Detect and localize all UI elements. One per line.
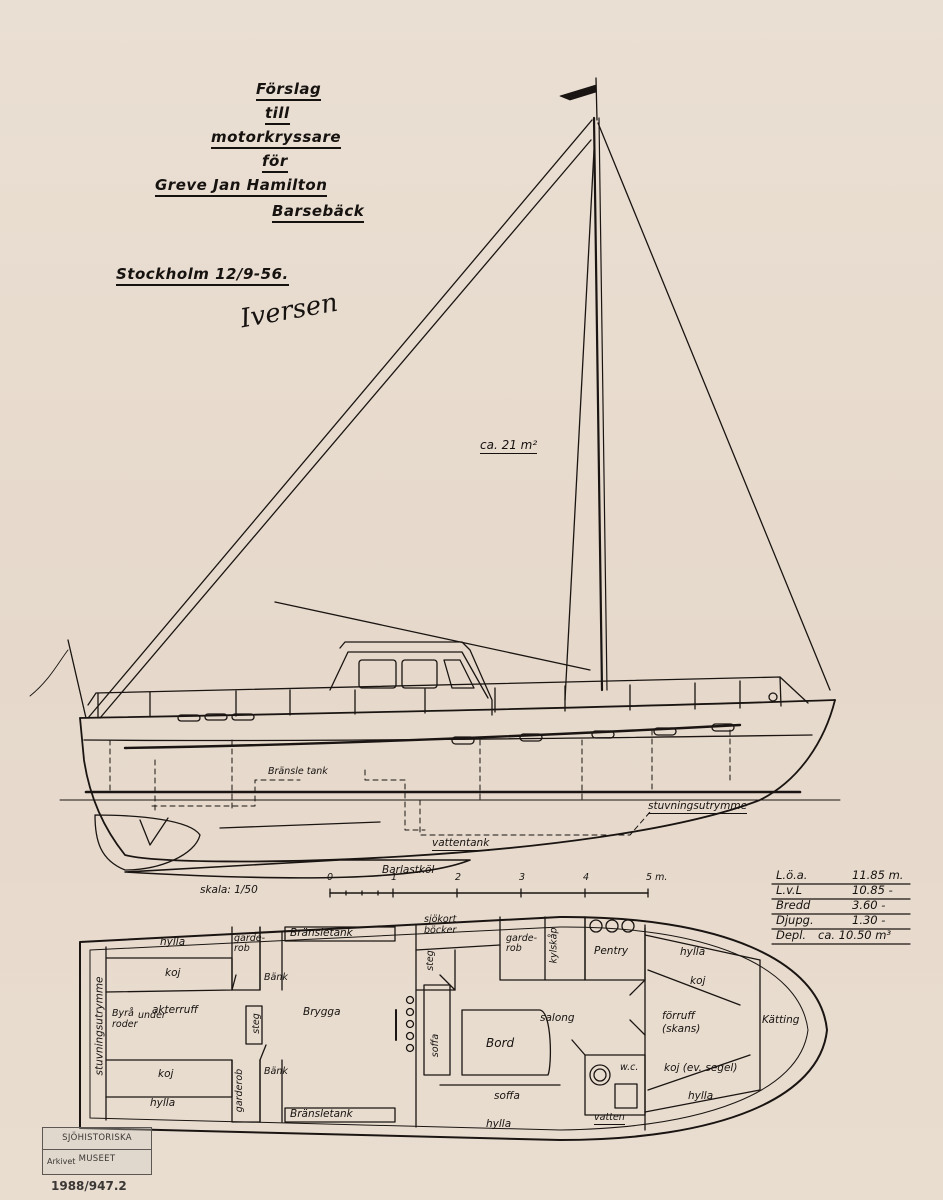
plan-forepeak: förruff (skans) bbox=[662, 1010, 701, 1035]
plan-fuel-tank-bottom: Bränsletank bbox=[290, 1108, 353, 1120]
plan-bridge: Brygga bbox=[303, 1006, 341, 1018]
plan-shelf-aft-top: hylla bbox=[160, 936, 186, 948]
scale-label: skala: 1/50 bbox=[200, 884, 258, 896]
profile-fuel-tank-label: Bränsle tank bbox=[268, 766, 328, 777]
scale-tick-4: 4 bbox=[583, 872, 590, 883]
plan-shelf-aft-bottom: hylla bbox=[150, 1097, 176, 1109]
spec-underlines bbox=[771, 883, 911, 945]
title-to: till bbox=[265, 104, 290, 125]
plan-chain-locker: Kätting bbox=[762, 1014, 800, 1026]
scale-tick-2: 2 bbox=[455, 872, 462, 883]
plan-bench-top: Bänk bbox=[264, 972, 288, 983]
plan-wc: w.c. bbox=[620, 1062, 639, 1073]
plan-water: vatten bbox=[594, 1112, 625, 1125]
plan-wardrobe-mid: garde- rob bbox=[506, 933, 538, 954]
profile-storage-label: stuvningsutrymme bbox=[648, 800, 748, 814]
title-for: för bbox=[262, 152, 288, 173]
title-client: Greve Jan Hamilton bbox=[155, 176, 328, 197]
stamp-archive-number: 1988/947.2 bbox=[51, 1179, 127, 1193]
scale-tick-0: 0 bbox=[327, 872, 334, 883]
title-proposal: Förslag bbox=[256, 80, 322, 101]
plan-wardrobe-bottom: garderob bbox=[234, 1068, 246, 1113]
stamp-museum-name: SJÖHISTORISKA MUSEET bbox=[43, 1128, 151, 1164]
plan-shelf-fwd-top: hylla bbox=[680, 946, 706, 958]
spec-beam-label: Bredd bbox=[776, 898, 811, 912]
plan-sofa-left: soffa bbox=[430, 1033, 442, 1058]
spec-displacement-label: Depl. bbox=[776, 928, 807, 942]
scale-tick-1: 1 bbox=[391, 872, 398, 883]
profile-ballast-keel-label: Barlastköl bbox=[382, 864, 435, 876]
plan-fuel-tank-top: Bränsletank bbox=[290, 927, 353, 939]
plan-aft-cabin: akterruff bbox=[152, 1004, 198, 1016]
plan-storage-aft: stuvningsutrymme bbox=[93, 976, 106, 1076]
plan-pantry: Pentry bbox=[594, 945, 629, 957]
spec-loa-value: 11.85 m. bbox=[852, 868, 904, 882]
place-date: Stockholm 12/9-56. bbox=[116, 265, 289, 286]
hull-profile bbox=[29, 639, 841, 879]
title-vessel-type: motorkryssare bbox=[211, 128, 342, 149]
stamp-archive-label: Arkivet bbox=[47, 1157, 76, 1166]
stamp-archive-row: Arkivet 1988/947.2 bbox=[43, 1150, 151, 1200]
plan-table: Bord bbox=[486, 1036, 515, 1050]
mast-and-rigging bbox=[87, 77, 831, 719]
plan-chart-books: sjökort böcker bbox=[424, 914, 457, 936]
spec-beam-value: 3.60 - bbox=[852, 898, 886, 912]
sail-area-label: ca. 21 m² bbox=[480, 438, 538, 454]
profile-water-tank-label: vattentank bbox=[432, 837, 490, 851]
plan-step: steg bbox=[424, 950, 436, 971]
plan-bunk-aft-bottom: koj bbox=[158, 1068, 174, 1080]
plan-wardrobe-top: garde- rob bbox=[234, 933, 266, 954]
spec-draft-label: Djupg. bbox=[776, 913, 814, 927]
scale-bar bbox=[329, 888, 649, 898]
scale-tick-3: 3 bbox=[519, 872, 526, 883]
spec-lwl-label: L.v.L bbox=[776, 883, 802, 897]
plan-bunk-aft-top: koj bbox=[165, 967, 181, 979]
spec-displacement-value: ca. 10.50 m³ bbox=[818, 928, 892, 942]
spec-draft-value: 1.30 - bbox=[852, 913, 886, 927]
plan-shelf-salon: hylla bbox=[486, 1118, 512, 1130]
plan-fridge: kylskåp bbox=[548, 927, 560, 964]
plan-step-aft: steg bbox=[250, 1013, 262, 1034]
plan-under-label: under bbox=[138, 1010, 166, 1021]
title-location: Barsebäck bbox=[272, 202, 365, 223]
plan-salon: salong bbox=[540, 1012, 575, 1024]
spec-lwl-value: 10.85 - bbox=[852, 883, 893, 897]
plan-bunk-fwd: koj bbox=[690, 975, 706, 987]
plan-bench-bottom: Bänk bbox=[264, 1066, 288, 1077]
spec-loa-label: L.ö.a. bbox=[776, 868, 808, 882]
plan-rudder-label: Byrå roder bbox=[112, 1008, 138, 1030]
museum-archive-stamp: SJÖHISTORISKA MUSEET Arkivet 1988/947.2 bbox=[42, 1127, 152, 1193]
deck-plan bbox=[79, 915, 828, 1141]
plan-shelf-fwd-bottom: hylla bbox=[688, 1090, 714, 1102]
scale-tick-5: 5 m. bbox=[646, 872, 668, 883]
plan-bunk-fwd-sail: koj (ev. segel) bbox=[664, 1062, 738, 1074]
plan-sofa-bottom: soffa bbox=[494, 1090, 520, 1102]
